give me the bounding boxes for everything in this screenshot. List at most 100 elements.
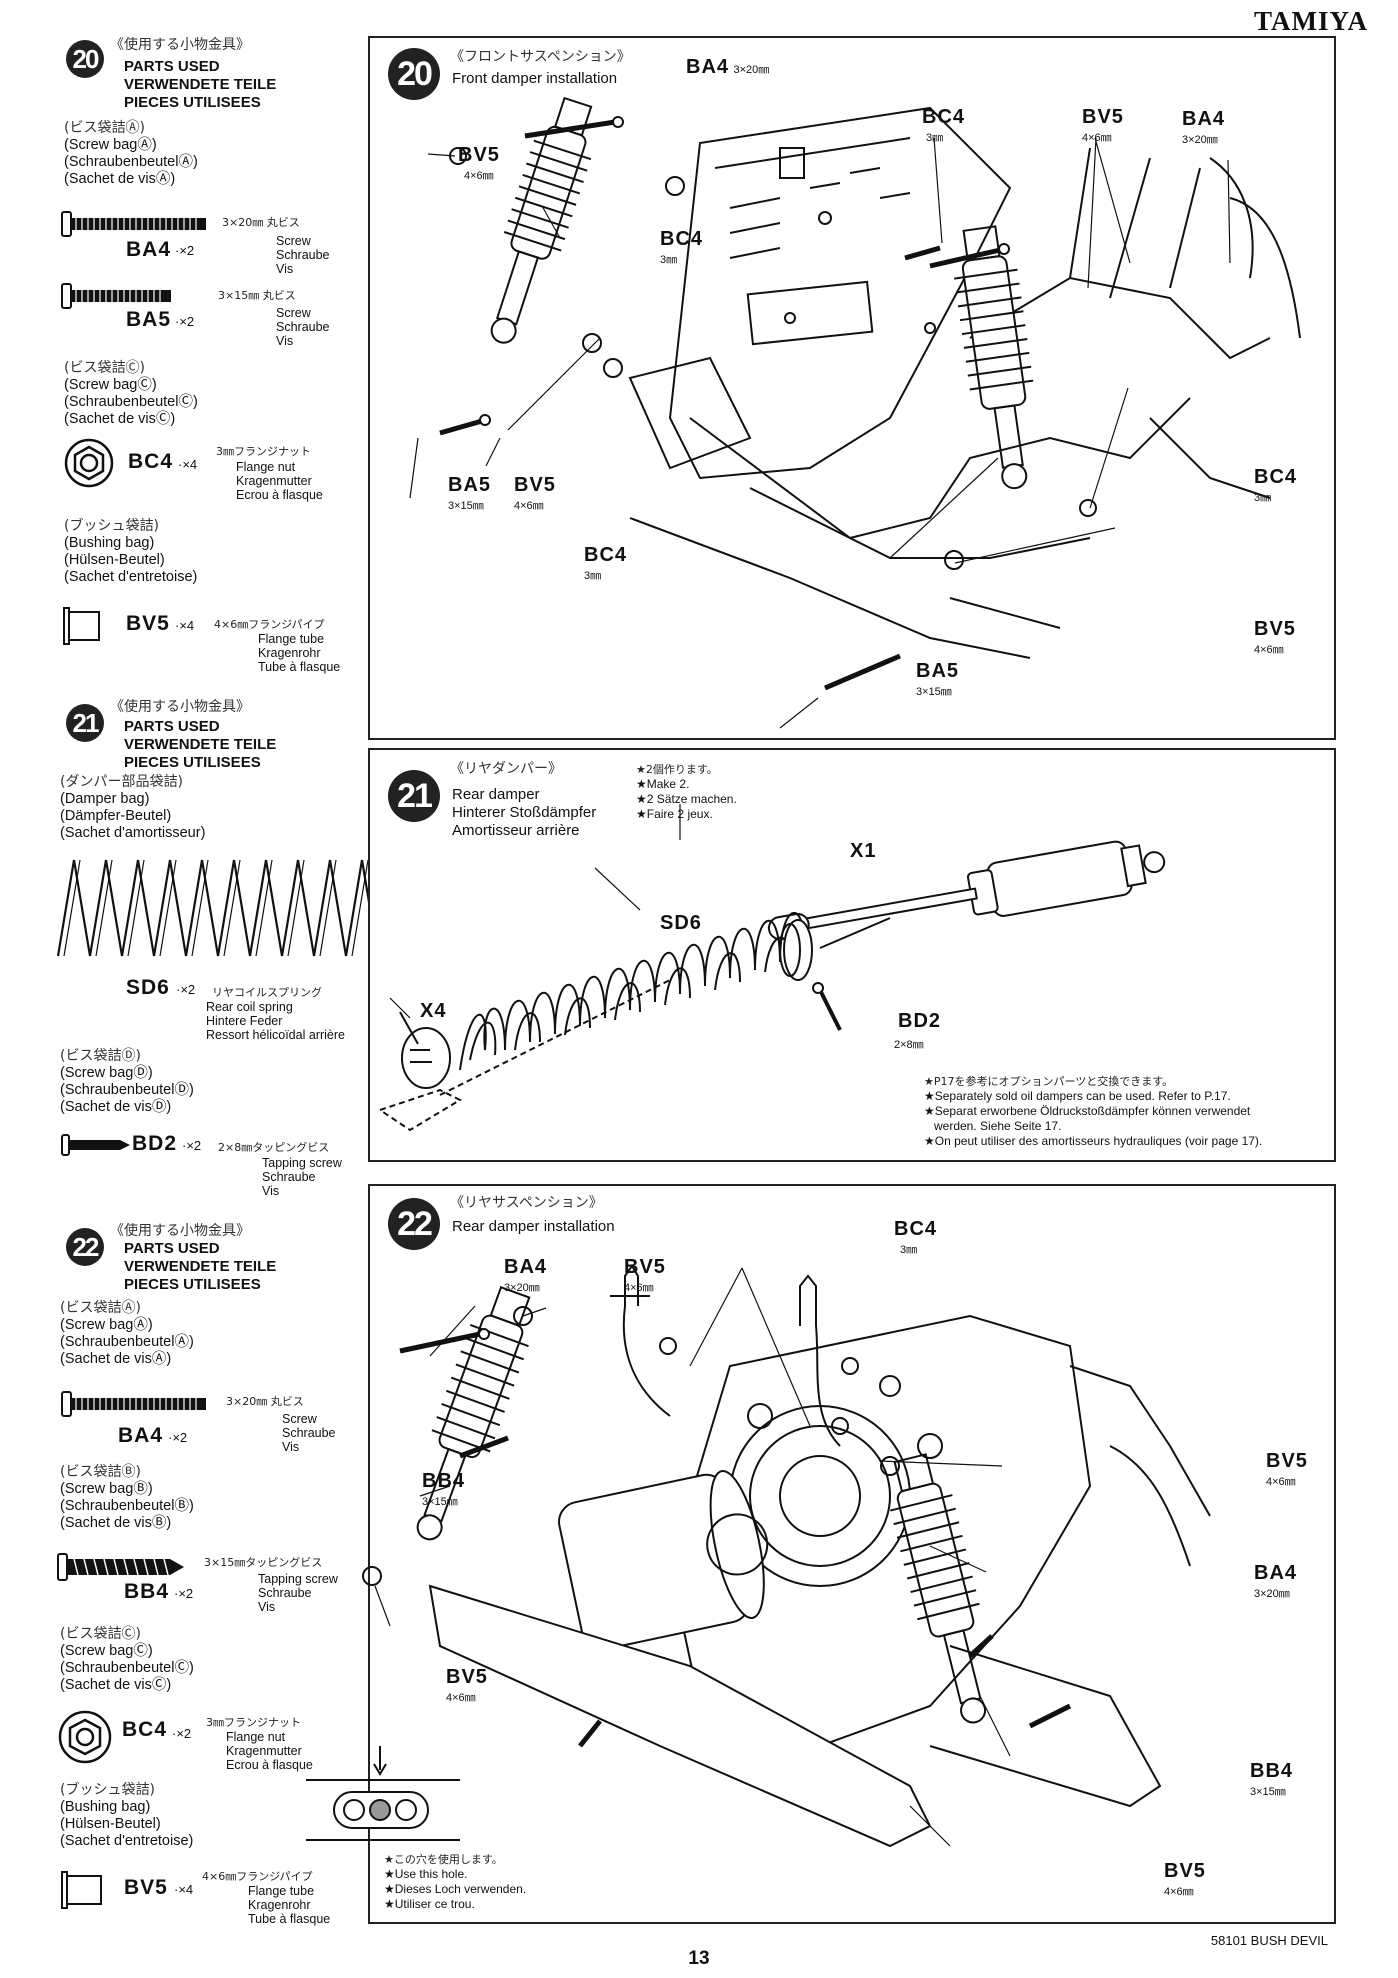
sd6-code: SD6 <box>126 976 170 999</box>
label-bb4: BB4 3×15㎜ <box>422 1470 465 1509</box>
label-bc4-size: 3㎜ <box>1254 492 1272 504</box>
ba5-desc-fr: Vis <box>276 334 294 348</box>
option-note-de-2: werden. Siehe Seite 17. <box>934 1119 1062 1133</box>
option-note-jp: ★P17を参考にオプションパーツと交換できます。 <box>924 1075 1174 1088</box>
label-bv5-code: BV5 <box>1266 1450 1308 1472</box>
rear-damper-diagram <box>377 804 1166 1132</box>
parts-used-fr: PIECES UTILISEES <box>124 94 261 111</box>
page-number: 13 <box>688 1948 710 1969</box>
label-bc4: BC4 3㎜ <box>922 106 965 145</box>
parts-used-fr: PIECES UTILISEES <box>124 754 261 771</box>
ba4-desc-de: Schraube <box>282 1426 336 1440</box>
parts-used-fr: PIECES UTILISEES <box>124 1276 261 1293</box>
label-bv5-size: 4×6㎜ <box>464 170 494 182</box>
label-bv5-code: BV5 <box>446 1666 488 1688</box>
label-bd2: BD2 <box>898 1010 942 1032</box>
flange-tube-bv5-icon <box>63 607 100 645</box>
label-bv5-size: 4×6㎜ <box>624 1282 654 1294</box>
label-bv5-size: 4×6㎜ <box>1254 644 1284 656</box>
label-bc4-code: BC4 <box>1254 466 1298 488</box>
label-bc4-code: BC4 <box>894 1218 938 1240</box>
bv5-desc-en: Flange tube <box>258 632 325 646</box>
parts-used-jp: 《使用する小物金具》 <box>110 699 250 715</box>
bc4-desc-fr: Ecrou à flasque <box>236 488 323 502</box>
tapping-screw-bd2-icon <box>61 1134 130 1156</box>
step-21-number: 21 <box>388 770 440 822</box>
label-ba4-size: 3×20㎜ <box>504 1282 540 1294</box>
ba4-code: BA4 <box>126 238 172 261</box>
hole-note-fr: ★Utiliser ce trou. <box>384 1897 475 1911</box>
bag-label-fr: (Sachet d'entretoise) <box>60 1833 194 1849</box>
bag-label-de: (SchraubenbeutelⒹ) <box>60 1082 194 1098</box>
bd2-size: 2×8㎜タッピングビス <box>218 1141 330 1154</box>
label-bv5-code: BV5 <box>624 1256 666 1278</box>
bc4-code: BC4 <box>128 450 174 473</box>
flange-nut-bc4-icon <box>64 438 114 488</box>
bag-label-en: (Bushing bag) <box>60 1799 151 1815</box>
tapping-screw-bb4-icon <box>57 1553 184 1581</box>
ba4-desc-en: Screw <box>282 1412 317 1426</box>
bag-label-jp: (ブッシュ袋詰) <box>60 1782 155 1798</box>
label-bc4: BC4 3㎜ <box>1254 466 1297 505</box>
label-ba4: BA4 3×20㎜ <box>686 56 769 79</box>
step-21-title-de: Hinterer Stoßdämpfer <box>452 804 597 821</box>
sd6-size: リヤコイルスプリング <box>212 986 322 999</box>
bc4-desc-de: Kragenmutter <box>226 1744 302 1758</box>
label-bv5: BV5 4×6㎜ <box>1164 1860 1206 1899</box>
bv5-desc-de: Kragenrohr <box>258 646 321 660</box>
bag-label-fr: (Sachet de visⒶ) <box>60 1351 172 1367</box>
parts-used-jp: 《使用する小物金具》 <box>110 37 250 53</box>
bag-label-jp: (ビス袋詰Ⓒ) <box>64 360 145 376</box>
product-code: 58101 BUSH DEVIL <box>1210 1933 1328 1948</box>
bag-label-jp: (ダンパー部品袋詰) <box>60 774 183 790</box>
bag-label-fr: (Sachet de visⒸ) <box>64 411 176 427</box>
make-two-en: ★Make 2. <box>636 777 690 791</box>
bv5-qty: ·×4 <box>174 1882 194 1897</box>
bd2-desc-de: Schraube <box>262 1170 316 1184</box>
label-bv5: BV5 4×6㎜ <box>446 1666 488 1705</box>
bd2-desc-en: Tapping screw <box>262 1156 342 1170</box>
label-bv5: BV5 4×6㎜ <box>458 144 500 183</box>
label-bc4-size: 3㎜ <box>900 1244 918 1256</box>
bv5-code: BV5 <box>126 612 170 635</box>
parts-used-en: PARTS USED <box>124 1240 220 1257</box>
bc4-qty: ·×4 <box>178 457 198 472</box>
label-bv5-code: BV5 <box>1082 106 1124 128</box>
label-bc4-size: 3㎜ <box>584 570 602 582</box>
bag-label-de: (Dämpfer-Beutel) <box>60 808 172 824</box>
bb4-desc-en: Tapping screw <box>258 1572 338 1586</box>
label-bc4-code: BC4 <box>584 544 628 566</box>
label-ba4-size: 3×20㎜ <box>1182 134 1218 146</box>
bv5-size: 4×6㎜フランジパイプ <box>202 1870 313 1883</box>
make-two-fr: ★Faire 2 jeux. <box>636 807 713 821</box>
bc4-size: 3㎜フランジナット <box>216 445 311 458</box>
ba5-code: BA5 <box>126 308 172 331</box>
step-20-title-jp: 《フロントサスペンション》 <box>450 49 631 65</box>
screw-ba4-icon <box>61 211 206 237</box>
step-21-panel <box>368 748 1336 1162</box>
label-bc4-size: 3㎜ <box>926 132 944 144</box>
step-20-number: 20 <box>388 48 440 100</box>
bv5-size: 4×6㎜フランジパイプ <box>214 618 325 631</box>
bag-label-en: (Screw bagⒶ) <box>60 1317 153 1333</box>
label-bv5-size: 4×6㎜ <box>1164 1886 1194 1898</box>
bag-label-de: (SchraubenbeutelⒶ) <box>64 154 198 170</box>
step-22-title-jp: 《リヤサスペンション》 <box>450 1195 603 1211</box>
label-ba5-code: BA5 <box>916 660 960 682</box>
sd6-desc-de: Hintere Feder <box>206 1014 283 1028</box>
label-bv5: BV5 4×6㎜ <box>1082 106 1124 145</box>
label-x4: X4 <box>420 1000 447 1022</box>
sd6-desc-fr: Ressort hélicoïdal arrière <box>206 1028 345 1042</box>
bv5-desc-en: Flange tube <box>248 1884 315 1898</box>
label-x1: X1 <box>850 840 877 862</box>
parts-used-de: VERWENDETE TEILE <box>124 76 277 93</box>
step-20-badge: 20 <box>66 40 104 78</box>
ba4-code: BA4 <box>118 1424 164 1447</box>
hole-note-en: ★Use this hole. <box>384 1867 468 1881</box>
label-ba5-size: 3×15㎜ <box>448 500 484 512</box>
bc4-size: 3㎜フランジナット <box>206 1716 301 1729</box>
ba5-qty: ·×2 <box>175 314 195 329</box>
label-ba4-size: 3×20㎜ <box>1254 1588 1290 1600</box>
label-bc4-code: BC4 <box>922 106 966 128</box>
parts-used-de: VERWENDETE TEILE <box>124 1258 277 1275</box>
